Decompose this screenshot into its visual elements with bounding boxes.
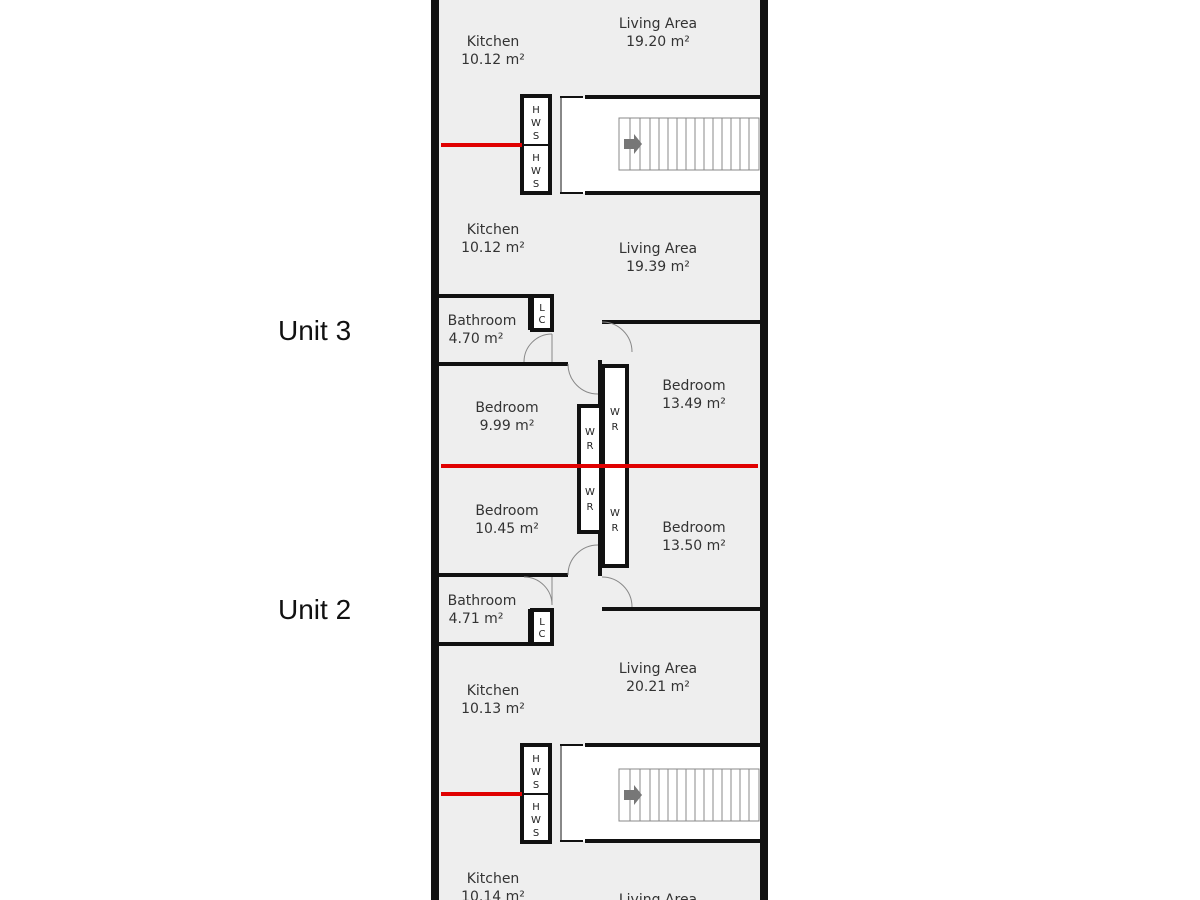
svg-text:10.45 m²: 10.45 m² (475, 521, 539, 537)
stair-treads-top (618, 117, 760, 171)
lc-label: L C (539, 617, 546, 640)
svg-text:Living Area: Living Area (619, 241, 697, 257)
room-living-area: Living Area 19.20 m² (619, 16, 697, 50)
stair-arrow-bottom-icon (624, 785, 642, 805)
exterior-wall-right (760, 0, 768, 900)
svg-text:R: R (612, 523, 619, 534)
room-bedroom: Bedroom 10.45 m² (475, 503, 539, 537)
unit-label: Unit 3 (278, 315, 351, 346)
svg-text:R: R (587, 502, 594, 513)
room-living-area: Living Area 19.39 m² (619, 241, 697, 275)
room-living-area: Living Area (619, 892, 697, 900)
exterior-wall-left (431, 0, 439, 900)
svg-text:13.49 m²: 13.49 m² (662, 396, 726, 412)
svg-text:Bathroom: Bathroom (448, 313, 517, 329)
svg-text:20.21 m²: 20.21 m² (626, 679, 690, 695)
svg-text:Bedroom: Bedroom (475, 400, 538, 416)
room-kitchen: Kitchen 10.14 m² (461, 871, 525, 900)
svg-text:13.50 m²: 13.50 m² (662, 538, 726, 554)
svg-text:H: H (532, 153, 540, 164)
room-kitchen: Kitchen 10.13 m² (461, 683, 525, 717)
svg-text:4.70 m²: 4.70 m² (449, 331, 504, 347)
hws-label: H W S (531, 153, 541, 190)
door-swings (523, 321, 633, 608)
svg-text:Bedroom: Bedroom (662, 520, 725, 536)
room-living-area: Living Area 20.21 m² (619, 661, 697, 695)
svg-text:R: R (612, 422, 619, 433)
wr-label: W R (610, 407, 620, 433)
room-bedroom: Bedroom 13.50 m² (662, 520, 726, 554)
svg-text:W: W (531, 767, 541, 778)
svg-text:Kitchen: Kitchen (467, 683, 520, 699)
svg-text:W: W (585, 427, 595, 438)
svg-text:W: W (610, 407, 620, 418)
svg-text:W: W (610, 508, 620, 519)
svg-text:9.99 m²: 9.99 m² (480, 418, 535, 434)
svg-text:Bathroom: Bathroom (448, 593, 517, 609)
svg-text:C: C (539, 315, 546, 326)
room-bathroom: Bathroom 4.70 m² (448, 313, 517, 347)
svg-text:10.12 m²: 10.12 m² (461, 240, 525, 256)
wr-label: W R (585, 427, 595, 452)
svg-text:H: H (532, 105, 540, 116)
svg-text:Living Area: Living Area (619, 661, 697, 677)
svg-text:L: L (539, 617, 545, 628)
svg-text:W: W (531, 815, 541, 826)
svg-text:Bedroom: Bedroom (662, 378, 725, 394)
linen-cupboard-unit3 (530, 294, 554, 332)
unit-label: Unit 2 (278, 594, 351, 625)
svg-text:S: S (533, 828, 539, 839)
svg-text:S: S (533, 131, 539, 142)
svg-text:S: S (533, 179, 539, 190)
room-kitchen: Kitchen 10.12 m² (461, 222, 525, 256)
hws-label: H W S (531, 802, 541, 839)
svg-text:R: R (587, 441, 594, 452)
svg-text:H: H (532, 802, 540, 813)
svg-text:19.39 m²: 19.39 m² (626, 259, 690, 275)
room-bedroom: Bedroom 9.99 m² (475, 400, 538, 434)
stair-treads-bottom (618, 768, 760, 822)
svg-text:S: S (533, 780, 539, 791)
svg-text:W: W (531, 118, 541, 129)
svg-text:Kitchen: Kitchen (467, 34, 520, 50)
svg-text:Kitchen: Kitchen (467, 871, 520, 887)
hws-label: H W S (531, 754, 541, 791)
linen-cupboard-unit2 (530, 608, 554, 646)
hws-label: H W S (531, 105, 541, 142)
svg-text:H: H (532, 754, 540, 765)
svg-text:L: L (539, 303, 545, 314)
svg-text:10.12 m²: 10.12 m² (461, 52, 525, 68)
wr-label: W R (610, 508, 620, 534)
room-bathroom: Bathroom 4.71 m² (448, 593, 517, 627)
svg-text:4.71 m²: 4.71 m² (449, 611, 504, 627)
room-bedroom: Bedroom 13.49 m² (662, 378, 726, 412)
svg-text:19.20 m²: 19.20 m² (626, 34, 690, 50)
svg-text:Kitchen: Kitchen (467, 222, 520, 238)
stair-arrow-top-icon (624, 134, 642, 154)
svg-text:Living Area: Living Area (619, 892, 697, 900)
room-kitchen: Kitchen 10.12 m² (461, 34, 525, 68)
svg-text:10.14 m²: 10.14 m² (461, 889, 525, 900)
lc-label: L C (539, 303, 546, 326)
svg-text:C: C (539, 629, 546, 640)
svg-text:Living Area: Living Area (619, 16, 697, 32)
svg-text:W: W (531, 166, 541, 177)
svg-text:W: W (585, 487, 595, 498)
svg-text:10.13 m²: 10.13 m² (461, 701, 525, 717)
wardrobe-left (577, 404, 603, 534)
wr-label: W R (585, 487, 595, 513)
svg-text:Bedroom: Bedroom (475, 503, 538, 519)
